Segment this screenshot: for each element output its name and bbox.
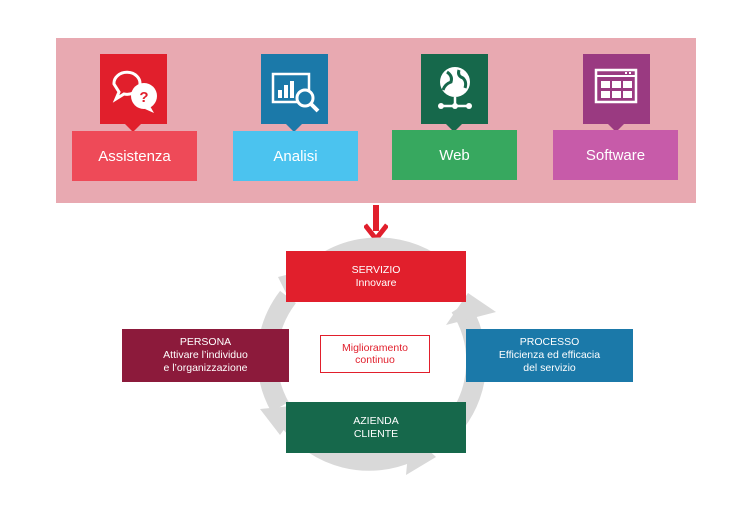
web-tile[interactable] [421,54,488,124]
servizio-subtitle: Innovare [355,276,397,289]
question-chat-icon: ? [112,70,157,113]
label-software[interactable]: Software [553,130,678,180]
application-window-icon [594,68,638,104]
servizio-title: SERVIZIO [351,263,401,276]
svg-text:?: ? [139,89,148,106]
analisi-tile[interactable] [261,54,328,124]
persona-title: PERSONA [179,336,232,348]
azienda-line2: CLIENTE [353,427,399,440]
azienda-line1: AZIENDA [353,414,399,427]
web-pointer [446,124,462,132]
persona-line1: Attivare l’individuo [163,349,248,361]
persona-line2: e l’organizzazione [163,362,248,374]
center-line2: continuo [355,354,395,366]
processo-line1: Efficienza ed efficacia [498,349,601,361]
center-line1: Miglioramento [342,342,408,354]
label-assistenza[interactable]: Assistenza [72,131,197,181]
analytics-search-icon [271,72,320,113]
software-tile[interactable] [583,54,650,124]
globe-network-icon [438,67,472,109]
processo-box: PROCESSO Efficienza ed efficacia del ser… [466,329,633,382]
persona-box: PERSONA Attivare l’individuo e l’organiz… [122,329,289,382]
miglioramento-continuo-box: Miglioramento continuo [320,335,430,373]
analisi-pointer [286,124,302,132]
azienda-cliente-box: AZIENDA CLIENTE [286,402,466,453]
assistenza-pointer [125,124,141,132]
processo-title: PROCESSO [519,336,580,348]
assistenza-tile[interactable]: ? [100,54,167,124]
label-web[interactable]: Web [392,130,517,180]
processo-line2: del servizio [523,362,576,374]
label-analisi[interactable]: Analisi [233,131,358,181]
servizio-box: SERVIZIO Innovare [286,251,466,302]
software-pointer [608,124,624,132]
